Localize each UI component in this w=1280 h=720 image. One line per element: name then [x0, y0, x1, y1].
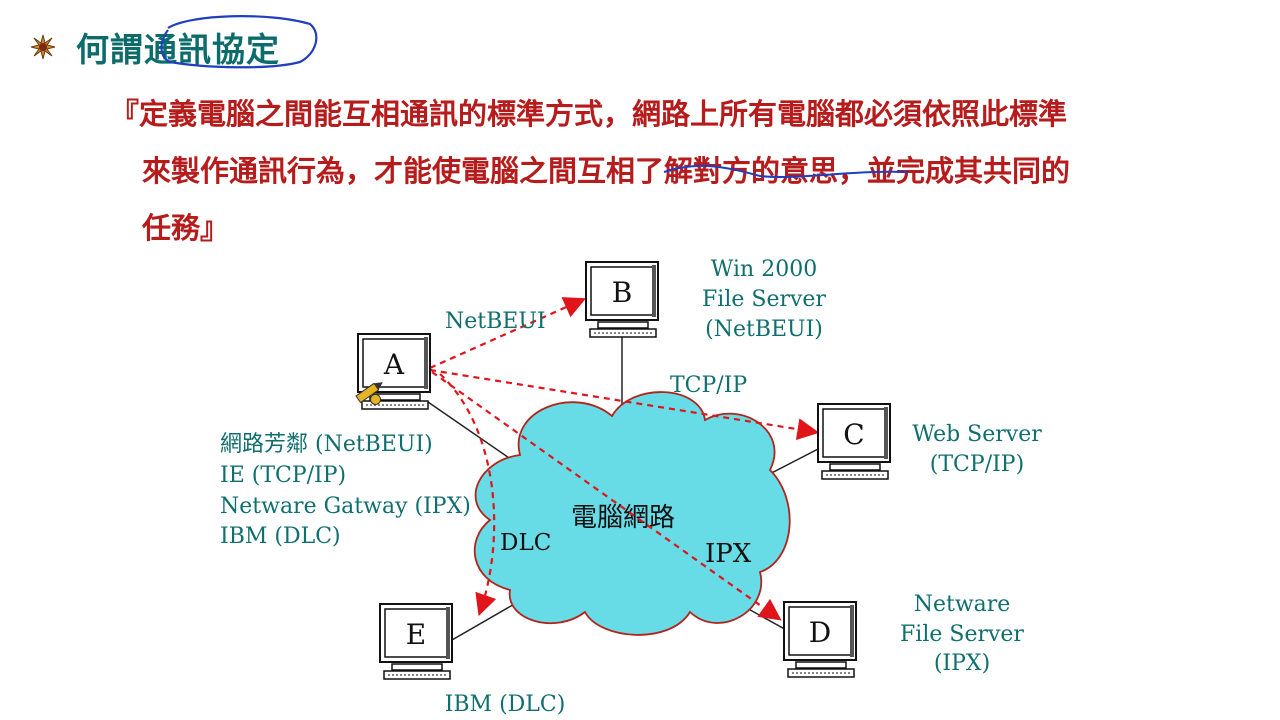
- link-a: [427, 401, 516, 463]
- arrow-a-to-e: [439, 373, 497, 617]
- definition-line-2: 來製作通訊行為，才能使電腦之間互相了解對方的意思，並完成其共同的: [142, 154, 1071, 188]
- server-c-line-2: (TCP/IP): [930, 452, 1024, 477]
- server-d-line-2: File Server: [900, 622, 1024, 647]
- label-netbeui: NetBEUI: [445, 309, 546, 334]
- server-b-line-2: File Server: [702, 287, 826, 312]
- arrow-a-to-d: [431, 371, 782, 621]
- server-d-line-1: Netware: [914, 592, 1011, 617]
- computer-e: E: [379, 603, 453, 680]
- client-a-protocol-list: 網路芳鄰 (NetBEUI) IE (TCP/IP) Netware Gatwa…: [220, 432, 471, 549]
- pencil-icon: [355, 382, 383, 405]
- definition-paragraph: 『定義電腦之間能互相通訊的標準方式，網路上所有電腦都必須依照此標準 來製作通訊行…: [110, 86, 1230, 257]
- server-d-line-3: (IPX): [934, 651, 990, 676]
- starburst-bullet-icon: [30, 34, 56, 60]
- computer-e-label: E: [406, 618, 426, 651]
- server-d-description: Netware File Server (IPX): [900, 592, 1024, 676]
- label-dlc: DLC: [500, 530, 551, 556]
- computer-d: D: [783, 601, 857, 678]
- definition-underline-annotation: [663, 164, 909, 178]
- label-tcpip: TCP/IP: [670, 373, 747, 398]
- definition-line-3: 任務』: [142, 211, 230, 245]
- server-b-line-1: Win 2000: [711, 257, 817, 282]
- client-a-line-4: IBM (DLC): [220, 524, 341, 549]
- client-a-line-1: 網路芳鄰 (NetBEUI): [220, 432, 433, 457]
- arrow-a-to-b: [429, 297, 587, 370]
- arrow-a-to-c: [429, 368, 820, 441]
- server-e-description: IBM (DLC): [445, 692, 566, 717]
- computer-a: A: [357, 333, 431, 410]
- label-ipx: IPX: [705, 539, 752, 569]
- server-c-description: Web Server (TCP/IP): [912, 422, 1042, 477]
- computer-c: C: [817, 403, 891, 480]
- title-circle-annotation: [160, 15, 318, 69]
- computer-c-label: C: [843, 418, 864, 451]
- server-c-line-1: Web Server: [912, 422, 1042, 447]
- computer-b-label: B: [612, 276, 633, 309]
- client-a-line-2: IE (TCP/IP): [220, 463, 346, 488]
- computer-b: B: [585, 261, 659, 338]
- definition-line-1: 『定義電腦之間能互相通訊的標準方式，網路上所有電腦都必須依照此標準: [110, 97, 1068, 131]
- computer-a-label: A: [383, 348, 405, 381]
- server-b-description: Win 2000 File Server (NetBEUI): [702, 257, 826, 342]
- client-a-line-3: Netware Gatway (IPX): [220, 494, 471, 519]
- server-b-line-3: (NetBEUI): [705, 317, 823, 342]
- computer-d-label: D: [809, 616, 831, 649]
